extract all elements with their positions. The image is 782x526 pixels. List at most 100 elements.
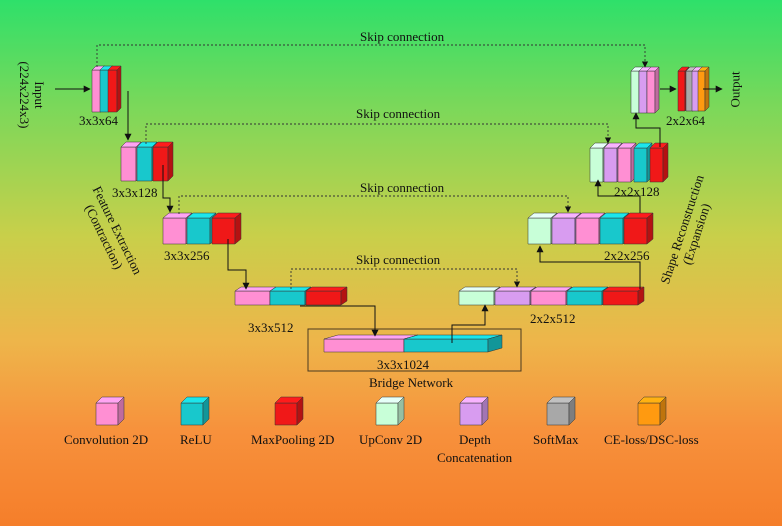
decoder-2-relu bbox=[633, 142, 653, 183]
encoder-3-relu bbox=[186, 212, 217, 245]
decoder-4-upconv-front bbox=[458, 290, 495, 306]
decoder-4-conv bbox=[530, 286, 573, 306]
bridge-relu bbox=[403, 334, 503, 353]
legend-label-relu: ReLU bbox=[180, 432, 212, 447]
legend-cube-softmax-front bbox=[546, 402, 570, 426]
encoder-3-maxpool-front bbox=[211, 217, 236, 245]
encoder-3-relu-front bbox=[186, 217, 211, 245]
decoder-3-maxpool bbox=[623, 212, 654, 245]
decoder-1-conv-side bbox=[654, 66, 660, 114]
skip-label-2: Skip connection bbox=[356, 106, 441, 121]
decoder-3-relu-front bbox=[599, 217, 624, 245]
legend-cube-concat-front bbox=[459, 402, 483, 426]
encoder-4-conv-front bbox=[234, 290, 271, 306]
legend-cube-concat-side bbox=[481, 396, 489, 426]
up-arrow-3 bbox=[594, 179, 641, 213]
legend-label-concat-2: Concatenation bbox=[437, 450, 513, 465]
encoder-3-conv-front bbox=[162, 217, 187, 245]
decoder-4-maxpool bbox=[602, 286, 645, 306]
legend-label-softmax: SoftMax bbox=[533, 432, 579, 447]
decoder-2-relu-front bbox=[633, 147, 648, 183]
legend-label-maxpool: MaxPooling 2D bbox=[251, 432, 335, 447]
input-size: (224x224x3) bbox=[17, 61, 32, 129]
encoder-4-relu-front bbox=[269, 290, 306, 306]
encoder-2-relu-front bbox=[136, 146, 153, 182]
legend-cube-upconv-front bbox=[375, 402, 399, 426]
decoder-4-size: 2x2x512 bbox=[530, 311, 576, 326]
decoder-4-maxpool-side bbox=[637, 286, 645, 306]
legend-cube-relu-front bbox=[180, 402, 204, 426]
decoder-1-conv-front bbox=[646, 70, 656, 114]
decoder-3-maxpool-front bbox=[623, 217, 648, 245]
decoder-3-size: 2x2x256 bbox=[604, 248, 650, 263]
encoder-1-maxpool-front bbox=[107, 69, 118, 113]
encoder-4-maxpool-front bbox=[305, 290, 342, 306]
encoder-4-maxpool bbox=[305, 286, 348, 306]
decoder-4-conv-front bbox=[530, 290, 567, 306]
decoder-1-upconv-front bbox=[630, 70, 640, 114]
decoder-2-conv-front bbox=[617, 147, 632, 183]
output-label: Output bbox=[727, 71, 743, 108]
decoder-1-conv bbox=[646, 66, 660, 114]
decoder-3-maxpool-side bbox=[646, 212, 654, 245]
legend-cube-maxpool bbox=[274, 396, 304, 426]
encoder-1-size: 3x3x64 bbox=[79, 113, 118, 128]
decoder-2-maxpool-front bbox=[649, 147, 664, 183]
up-arrow-4 bbox=[536, 245, 641, 289]
down-arrow-2 bbox=[162, 165, 174, 213]
encoder-4-maxpool-side bbox=[340, 286, 348, 306]
decoder-4-concat-top bbox=[494, 286, 537, 292]
decoder-4-concat bbox=[494, 286, 537, 306]
decoder-2-maxpool-side bbox=[662, 142, 669, 183]
encoder-2-conv-front bbox=[120, 146, 137, 182]
decoder-2-upconv-front bbox=[589, 147, 604, 183]
decoder-2-concat-front bbox=[603, 147, 618, 183]
down-arrow-3 bbox=[227, 239, 250, 290]
legend-cube-softmax bbox=[546, 396, 576, 426]
encoder-3-maxpool-side bbox=[234, 212, 242, 245]
bridge-conv-front bbox=[323, 338, 405, 353]
legend-cube-conv bbox=[95, 396, 125, 426]
up-arrow-2 bbox=[632, 112, 661, 147]
decoder-4-maxpool-front bbox=[602, 290, 639, 306]
decoder-4-relu-front bbox=[566, 290, 603, 306]
legend-cube-relu-side bbox=[202, 396, 210, 426]
skip-label-1: Skip connection bbox=[360, 29, 445, 44]
skip-connection-4 bbox=[290, 268, 521, 289]
legend-cube-loss-front bbox=[637, 402, 661, 426]
encoder-4-relu-top bbox=[269, 286, 312, 292]
encoder-2-maxpool-front bbox=[152, 146, 169, 182]
bridge-relu-side bbox=[487, 334, 503, 353]
legend-cube-conv-front bbox=[95, 402, 119, 426]
legend-cube-softmax-side bbox=[568, 396, 576, 426]
decoder-4-conv-top bbox=[530, 286, 573, 292]
legend-cube-maxpool-side bbox=[296, 396, 304, 426]
decoder-1-size: 2x2x64 bbox=[666, 113, 705, 128]
legend-label-upconv: UpConv 2D bbox=[359, 432, 423, 447]
legend-cube-relu bbox=[180, 396, 210, 426]
decoder-2-conv bbox=[617, 142, 637, 183]
skip-label-3: Skip connection bbox=[360, 180, 445, 195]
encoder-4-relu bbox=[269, 286, 312, 306]
encoder-1-maxpool bbox=[107, 65, 122, 113]
skip-connection-1 bbox=[96, 44, 649, 68]
decoder-4-relu-top bbox=[566, 286, 609, 292]
encoder-1-conv-front bbox=[91, 69, 102, 113]
encoder-4-size: 3x3x512 bbox=[248, 320, 294, 335]
encoder-3-size: 3x3x256 bbox=[164, 248, 210, 263]
decoder-3-upconv-front bbox=[527, 217, 552, 245]
legend-label-conv: Convolution 2D bbox=[64, 432, 149, 447]
encoder-3-maxpool bbox=[211, 212, 242, 245]
skip-connection-2 bbox=[145, 123, 612, 144]
encoder-4-maxpool-top bbox=[305, 286, 348, 292]
bridge-relu-top bbox=[403, 334, 503, 340]
input-title: Input bbox=[31, 81, 47, 109]
decoder-4-maxpool-top bbox=[602, 286, 645, 292]
skip-label-4: Skip connection bbox=[356, 252, 441, 267]
decoder-3-conv-front bbox=[575, 217, 600, 245]
bridge-relu-front bbox=[403, 338, 489, 353]
output-head-maxpool-front bbox=[677, 70, 686, 112]
decoder-1-concat-front bbox=[638, 70, 648, 114]
down-arrow-4 bbox=[300, 305, 379, 337]
